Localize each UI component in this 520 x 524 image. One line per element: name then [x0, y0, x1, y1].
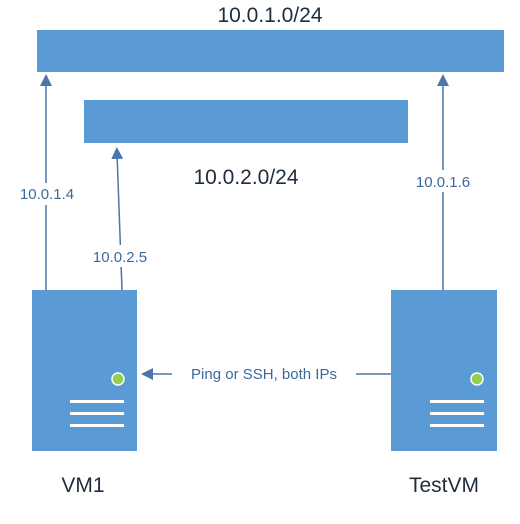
link-vm1-net2-label-bg	[85, 245, 157, 267]
testvm-server: TestVM	[391, 290, 497, 497]
link-vm1-net1-label-bg	[10, 183, 85, 205]
vm1-vent-line	[70, 412, 124, 415]
vm1-server: VM1	[32, 290, 137, 497]
testvm-name: TestVM	[409, 474, 479, 497]
network-10-0-2-0: 10.0.2.0/24	[84, 100, 408, 189]
vm1-status-led-icon	[111, 372, 125, 386]
network-10-0-1-0: 10.0.1.0/24	[37, 4, 504, 72]
link-testvm-net1-label-bg	[405, 170, 481, 192]
vm1-vent-line	[70, 400, 124, 403]
link-vm1-net1: 10.0.1.4	[10, 74, 85, 290]
network-1-label: 10.0.1.0/24	[217, 4, 322, 27]
link-vm1-net1-ip: 10.0.1.4	[20, 186, 74, 203]
testvm-status-led-icon	[470, 372, 484, 386]
connection-label-bg	[172, 363, 356, 385]
vm1-name: VM1	[61, 474, 104, 497]
testvm-vent-line	[430, 400, 484, 403]
vm1-vent-line	[70, 424, 124, 427]
link-vm1-net2-ip: 10.0.2.5	[93, 249, 147, 266]
link-testvm-net1: 10.0.1.6	[405, 74, 481, 290]
testvm-vent-line	[430, 424, 484, 427]
link-vm1-net2: 10.0.2.5	[85, 147, 157, 291]
network-1-bar	[37, 30, 504, 72]
testvm-vent-line	[430, 412, 484, 415]
connection-testvm-vm1: Ping or SSH, both IPs	[141, 363, 391, 385]
connection-label: Ping or SSH, both IPs	[191, 366, 337, 383]
network-2-label: 10.0.2.0/24	[193, 166, 298, 189]
link-testvm-net1-ip: 10.0.1.6	[416, 174, 470, 191]
network-2-bar	[84, 100, 408, 143]
link-vm1-net2-arrow	[111, 147, 124, 291]
